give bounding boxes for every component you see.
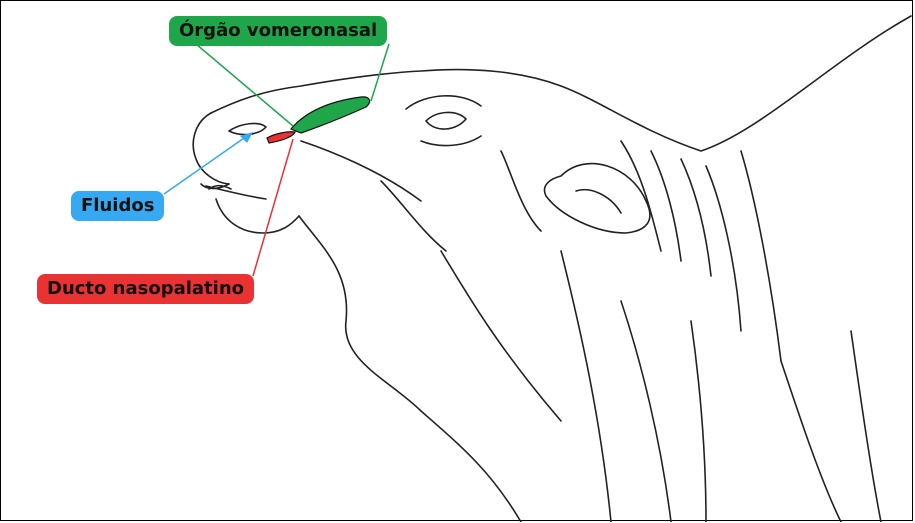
- vomeronasal-organ-shape: [291, 97, 370, 133]
- head-outline: [193, 16, 911, 522]
- vomeronasal-leader-line-right: [371, 44, 389, 101]
- duct-leader-line: [253, 139, 293, 276]
- vomeronasal-label: Órgão vomeronasal: [169, 16, 387, 46]
- nasopalatine-duct-shape: [267, 132, 295, 143]
- fluids-label: Fluidos: [71, 191, 164, 221]
- nasopalatine-duct-label: Ducto nasopalatino: [37, 274, 254, 304]
- fluids-leader-line: [164, 136, 247, 194]
